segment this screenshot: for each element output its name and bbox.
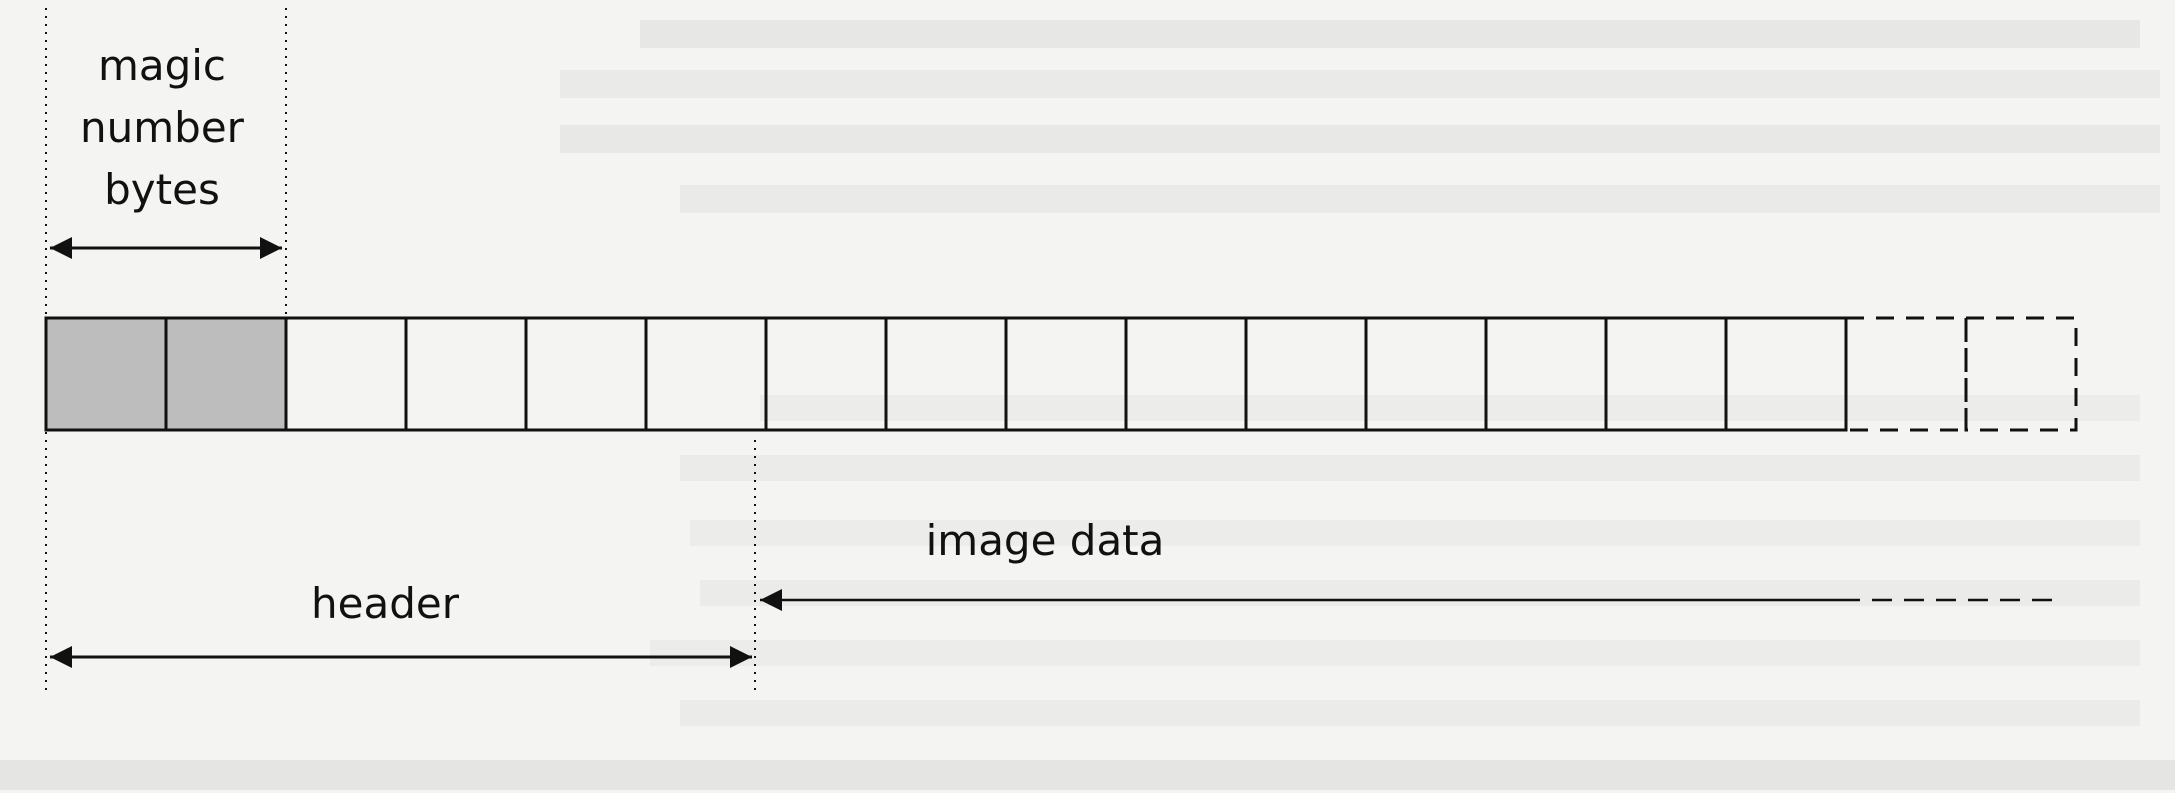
magic-label-line2: number <box>80 103 245 152</box>
byte-cell-magic <box>44 316 168 432</box>
magic-label-line1: magic <box>98 41 226 90</box>
byte-cell-magic <box>164 316 288 432</box>
magic-label-line3: bytes <box>104 165 220 214</box>
header-label: header <box>311 579 460 628</box>
byte-cell-dashed <box>1844 316 1968 432</box>
byte-cell-dashed-extension <box>1964 316 2078 432</box>
byte-row <box>44 316 2078 432</box>
image-data-label: image data <box>926 516 1165 565</box>
